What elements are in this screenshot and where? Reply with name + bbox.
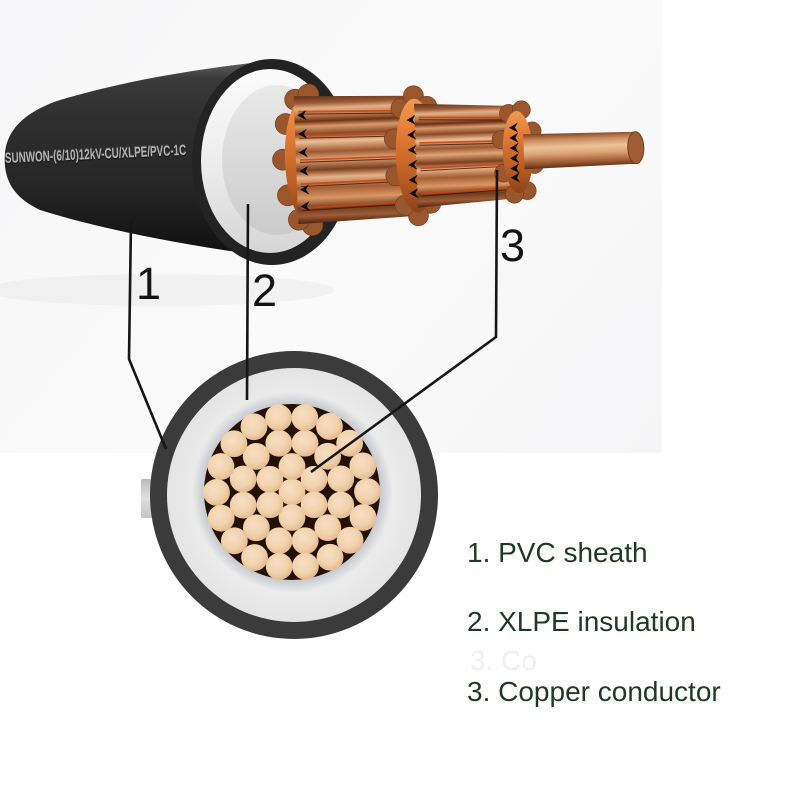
conductor-strand xyxy=(278,478,306,506)
cable-3d-view xyxy=(4,59,645,265)
conductor-strand xyxy=(220,430,248,458)
conductor-strand xyxy=(349,452,377,480)
leader-line-1 xyxy=(127,220,168,450)
legend-ghost-artifact: 3. Co xyxy=(470,645,537,676)
strand-gap-mark xyxy=(299,165,309,176)
callout-number-3: 3 xyxy=(500,220,526,271)
strand-gap-mark xyxy=(297,110,307,121)
conductor-strand xyxy=(256,465,284,493)
conductor-strand xyxy=(316,543,344,571)
conductor-strand xyxy=(203,478,230,506)
conductor-strand xyxy=(316,413,343,440)
strand-gap-mark xyxy=(509,142,519,153)
conductor-strand xyxy=(291,429,319,457)
conductor-strand xyxy=(314,442,342,470)
conductor-strand xyxy=(265,404,292,432)
cable-shadow xyxy=(0,274,335,306)
conductor-strand xyxy=(354,478,381,506)
strand-gap-mark xyxy=(407,144,417,155)
central-copper-strand xyxy=(523,131,637,170)
conductor-strand xyxy=(265,527,293,555)
conductor-strand xyxy=(327,465,355,493)
conductor-strand xyxy=(265,553,293,580)
cross-section-conductor-strands xyxy=(203,404,381,580)
conductor-strand xyxy=(292,552,319,580)
legend-item-xlpe-insulation: 2. XLPE insulation xyxy=(467,606,696,637)
legend-item-copper-conductor: 3. Copper conductor xyxy=(467,676,721,707)
conductor-strand xyxy=(229,491,257,519)
strand-gap-mark xyxy=(509,132,519,143)
strand-gap-mark xyxy=(510,153,520,164)
central-strand-tip xyxy=(627,131,645,165)
strand-gap-mark xyxy=(300,201,310,212)
conductor-strand xyxy=(291,404,319,431)
conductor-strand xyxy=(207,504,235,532)
conductor-strand xyxy=(241,544,268,571)
copper-layer-2 xyxy=(414,103,521,208)
leader-line-3 xyxy=(310,169,499,474)
cable-cross-section xyxy=(141,351,438,639)
conductor-strand xyxy=(349,504,377,531)
legend-item-pvc-sheath: 1. PVC sheath xyxy=(467,537,648,568)
strand-gap-mark xyxy=(408,174,418,185)
conductor-strand xyxy=(220,527,248,555)
leader-lines xyxy=(127,169,499,474)
conductor-strand xyxy=(242,514,270,542)
strand-shadow-line xyxy=(421,188,520,197)
conductor-strand xyxy=(229,465,257,493)
strand-gap-mark xyxy=(407,129,417,140)
strand-gap-mark xyxy=(300,184,310,195)
conductor-strand xyxy=(291,527,319,555)
strand-gap-mark xyxy=(408,159,418,170)
conductor-strand xyxy=(256,491,284,519)
strand-gap-mark xyxy=(298,147,308,158)
strand-gap-mark xyxy=(298,128,308,139)
conductor-strand xyxy=(327,491,355,519)
strand-gap-mark xyxy=(510,163,520,174)
strand-gap-mark xyxy=(406,114,416,125)
conductor-strand xyxy=(242,442,270,470)
conductor-strand xyxy=(207,453,235,480)
conductor-strand xyxy=(300,465,328,493)
conductor-strand xyxy=(278,504,306,531)
conductor-strand xyxy=(278,453,306,480)
copper-conductor-steps xyxy=(272,83,645,236)
strand-shadow-line xyxy=(418,119,517,121)
strand-gap-mark xyxy=(510,172,520,183)
conductor-strand xyxy=(265,429,293,457)
strand-gap-mark xyxy=(508,122,519,133)
conductor-strand xyxy=(336,526,364,554)
conductor-strand xyxy=(240,413,268,441)
conductor-strand xyxy=(314,514,342,542)
strand-separation-line xyxy=(421,185,520,195)
callout-number-1: 1 xyxy=(136,258,162,309)
leader-line-2 xyxy=(245,203,250,401)
conductor-strand xyxy=(300,491,328,519)
strand-gap-mark xyxy=(409,188,419,199)
callout-number-2: 2 xyxy=(252,265,278,316)
